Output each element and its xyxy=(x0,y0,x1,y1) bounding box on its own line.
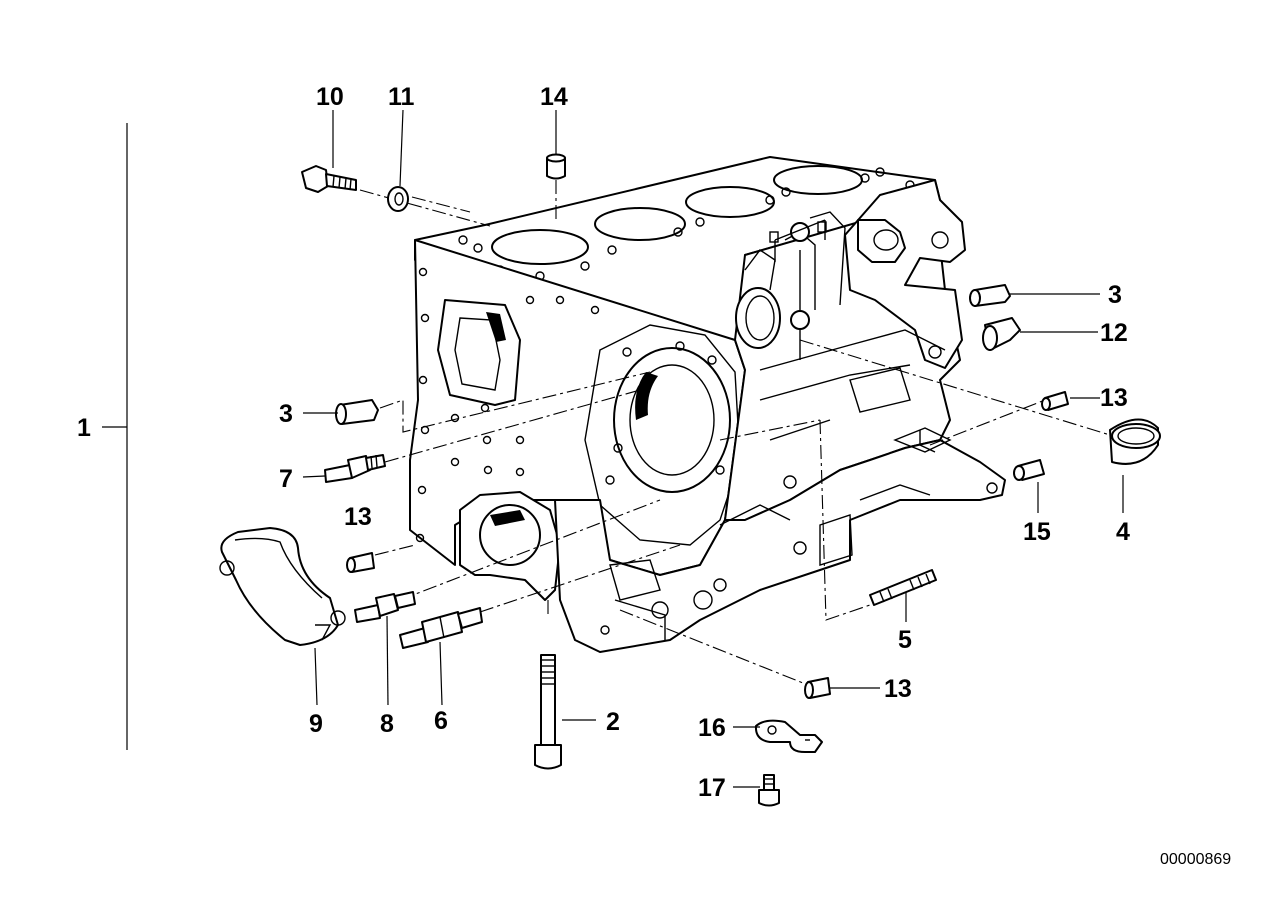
deck-holes xyxy=(458,167,915,281)
part-13-sleeve-lower xyxy=(804,677,831,699)
part-13-sleeve-left xyxy=(346,552,375,573)
callout-17: 17 xyxy=(698,774,726,802)
callout-11: 11 xyxy=(388,83,415,111)
cylinder-bore-3 xyxy=(685,186,775,218)
callout-4: 4 xyxy=(1116,518,1130,546)
part-17-screw xyxy=(758,774,780,807)
engine-block xyxy=(409,156,1006,653)
part-7-stud xyxy=(324,454,386,483)
callout-13-right: 13 xyxy=(1100,384,1128,412)
callout-14: 14 xyxy=(540,83,568,111)
cylinder-bore-2 xyxy=(594,207,686,241)
part-4-seal-ring xyxy=(1109,418,1161,465)
callout-3-right: 3 xyxy=(1108,281,1122,309)
part-9-bearing-cap xyxy=(219,527,346,646)
callout-8: 8 xyxy=(380,710,394,738)
callout-12: 12 xyxy=(1100,319,1128,347)
part-2-long-bolt xyxy=(534,654,562,770)
callout-labels: 1 2 3 3 4 5 6 7 8 9 10 11 12 13 13 13 14… xyxy=(77,83,1231,868)
part-3-dowel-right xyxy=(969,284,1011,307)
part-16-bracket xyxy=(754,719,823,753)
cylinder-bore-1 xyxy=(491,229,589,265)
front-flange xyxy=(584,324,741,546)
cylinder-bore-4 xyxy=(773,165,863,195)
assembly-lines xyxy=(359,180,1111,686)
part-11-washer xyxy=(387,186,409,212)
part-5-stud xyxy=(869,569,937,606)
lower-flange xyxy=(554,439,1006,653)
rear-boss xyxy=(857,219,906,263)
callout-2: 2 xyxy=(606,708,620,736)
part-14-sleeve xyxy=(546,153,566,180)
lower-flange-details xyxy=(600,427,998,640)
part-6-stud xyxy=(399,607,483,649)
callout-10: 10 xyxy=(316,83,344,111)
part-8-stud xyxy=(354,591,416,623)
leader-lines xyxy=(302,109,1124,788)
assembly-bracket xyxy=(102,123,128,750)
part-10-bolt xyxy=(301,165,357,193)
front-crank-bore xyxy=(613,347,731,493)
callout-3-left: 3 xyxy=(279,400,293,428)
part-15-sleeve xyxy=(1013,459,1045,481)
callout-15: 15 xyxy=(1023,518,1051,546)
callout-13-left: 13 xyxy=(344,503,372,531)
callout-5: 5 xyxy=(898,626,912,654)
callout-9: 9 xyxy=(309,710,323,738)
block-side-window xyxy=(437,299,521,406)
part-12-plug xyxy=(982,317,1021,351)
callout-16: 16 xyxy=(698,714,726,742)
front-face-holes xyxy=(415,267,725,543)
callout-1: 1 xyxy=(77,414,91,442)
rear-bore xyxy=(735,287,781,349)
callout-13-lower: 13 xyxy=(884,675,912,703)
callout-6: 6 xyxy=(434,707,448,735)
callout-7: 7 xyxy=(279,465,293,493)
part-3-dowel-left xyxy=(335,399,379,425)
part-13-sleeve-right xyxy=(1041,391,1069,411)
document-id: 00000869 xyxy=(1160,851,1231,868)
